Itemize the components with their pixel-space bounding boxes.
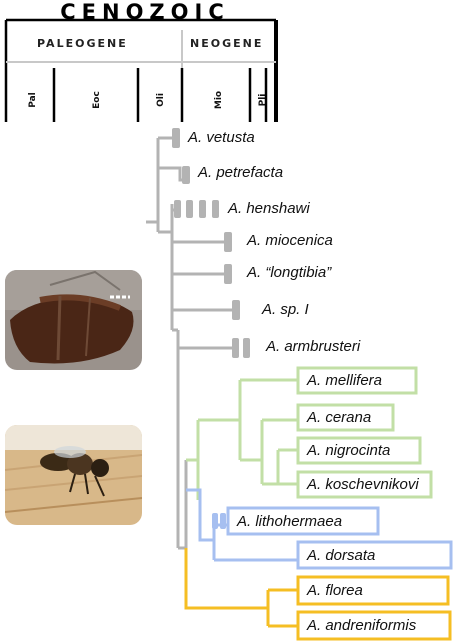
taxon-dorsata: A. dorsata <box>307 547 376 564</box>
taxon-armbrusteri: A. armbrusteri <box>266 338 361 355</box>
taxon-koschevnikovi: A. koschevnikovi <box>307 476 419 493</box>
megapis-bars <box>212 513 226 529</box>
taxon-nigrocinta: A. nigrocinta <box>307 442 391 459</box>
period-paleogene: PALEOGENE <box>37 37 128 50</box>
taxon-miocenica: A. miocenica <box>247 232 333 249</box>
taxon-lithohermaea: A. lithohermaea <box>237 513 343 530</box>
fossil-branches <box>146 136 232 550</box>
fossil-photo <box>5 270 142 370</box>
apis-branches <box>186 366 433 500</box>
taxon-mellifera: A. mellifera <box>307 372 383 389</box>
taxon-henshawi: A. henshawi <box>228 200 310 217</box>
taxon-longtibia: A. “longtibia” <box>247 264 332 281</box>
micrapis-branches <box>184 548 452 641</box>
taxon-andreniformis: A. andreniformis <box>307 617 417 634</box>
taxon-cerana: A. cerana <box>307 409 372 426</box>
taxon-sp1: A. sp. I <box>262 301 309 318</box>
taxon-vetusta: A. vetusta <box>188 129 255 146</box>
taxon-florea: A. florea <box>307 582 363 599</box>
fossil-bars <box>172 128 250 358</box>
timescale-frame <box>4 18 278 122</box>
live-bee-photo <box>5 425 142 525</box>
period-neogene: NEOGENE <box>190 37 264 50</box>
taxon-petrefacta: A. petrefacta <box>198 164 284 181</box>
